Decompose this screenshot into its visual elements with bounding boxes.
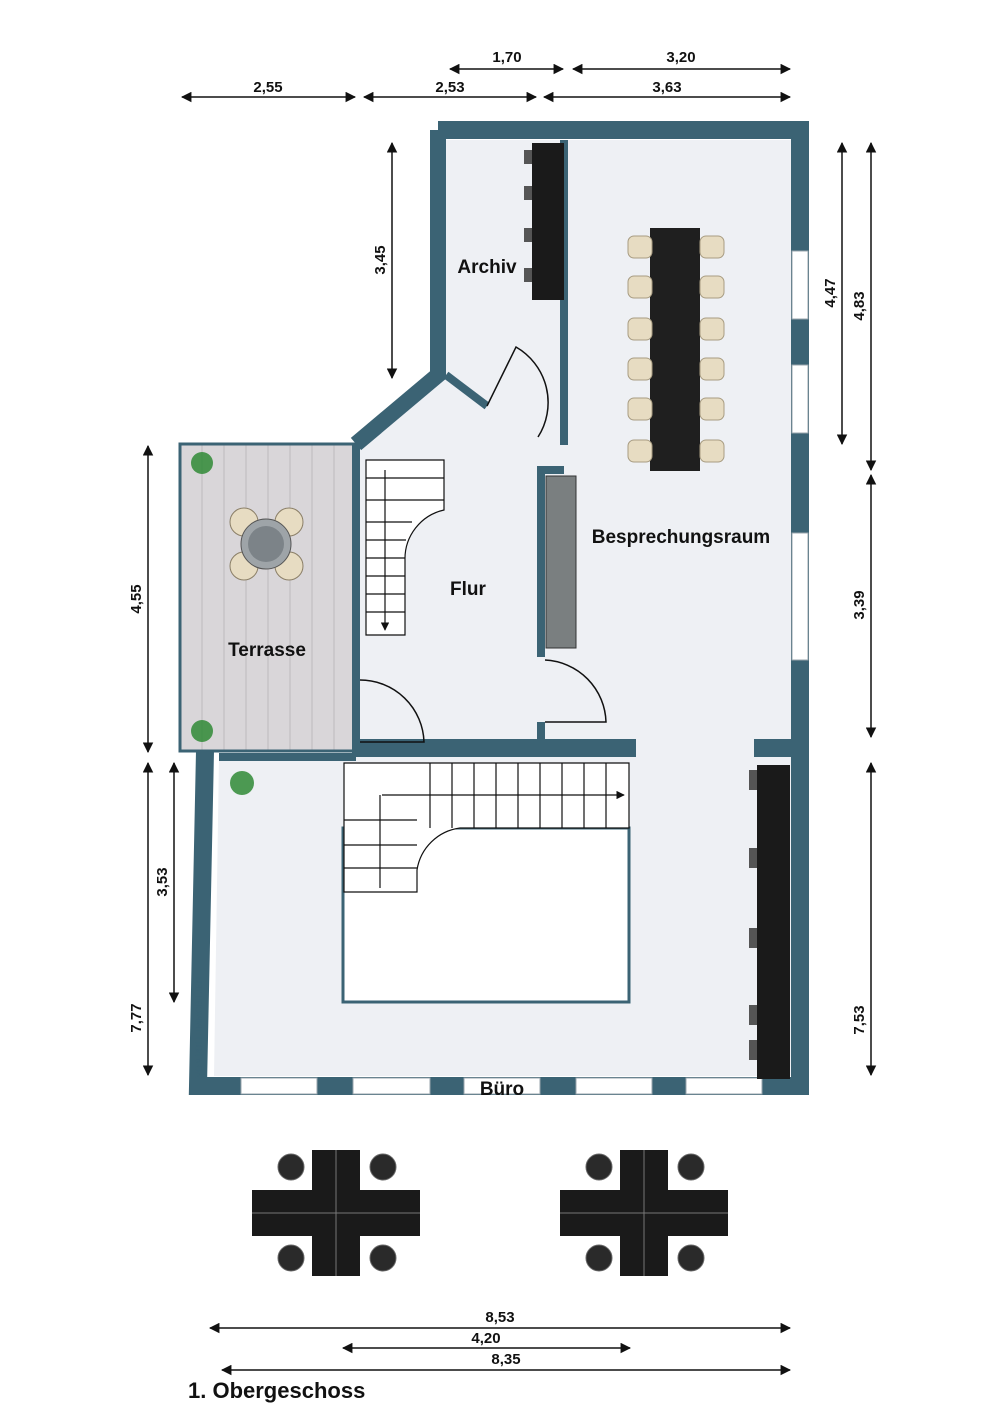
dim-label-right-753: 7,53 <box>851 1005 868 1034</box>
dimension-lines <box>142 63 877 1376</box>
dim-label-left-455: 4,55 <box>128 584 145 613</box>
conference-table <box>627 228 725 471</box>
room-label-besprechungsraum: Besprechungsraum <box>592 527 770 548</box>
flur-stairs <box>365 459 445 636</box>
room-label-archiv: Archiv <box>457 257 517 278</box>
doors <box>359 345 607 743</box>
dim-label-top-255: 2,55 <box>253 79 282 96</box>
watermark: VON POLL IMMOBILIEN <box>194 976 204 1078</box>
buero-stairs <box>341 762 631 1004</box>
desk-cluster-right <box>560 1150 728 1276</box>
dim-label-right-339: 3,39 <box>851 590 868 619</box>
archiv-shelves <box>524 143 564 300</box>
room-label-terrasse: Terrasse <box>228 640 306 661</box>
plant-icon <box>191 452 213 742</box>
dim-label-left-345: 3,45 <box>372 245 389 274</box>
dim-label-left-353: 3,53 <box>154 867 171 896</box>
terrace-table <box>229 507 304 581</box>
dim-label-top-170: 1,70 <box>492 49 521 66</box>
dim-label-bottom-853: 8,53 <box>485 1309 514 1326</box>
buero-shelves <box>749 765 790 1079</box>
dim-label-right-447: 4,47 <box>822 278 839 307</box>
terrace <box>178 442 358 753</box>
room-label-flur: Flur <box>450 579 486 600</box>
dim-label-top-320: 3,20 <box>666 49 695 66</box>
dim-label-bottom-420: 4,20 <box>471 1330 500 1347</box>
floor-title: 1. Obergeschoss <box>188 1378 366 1403</box>
dim-label-top-363: 3,63 <box>652 79 681 96</box>
plant-icon <box>230 771 254 795</box>
dim-label-right-483: 4,83 <box>851 291 868 320</box>
sideboard <box>545 475 577 649</box>
desk-cluster-left <box>252 1150 420 1276</box>
windows <box>240 250 809 1095</box>
room-label-buero: Büro <box>480 1079 524 1100</box>
dim-label-top-253: 2,53 <box>435 79 464 96</box>
dim-label-bottom-835: 8,35 <box>491 1351 520 1368</box>
dim-label-left-777: 7,77 <box>128 1003 145 1032</box>
